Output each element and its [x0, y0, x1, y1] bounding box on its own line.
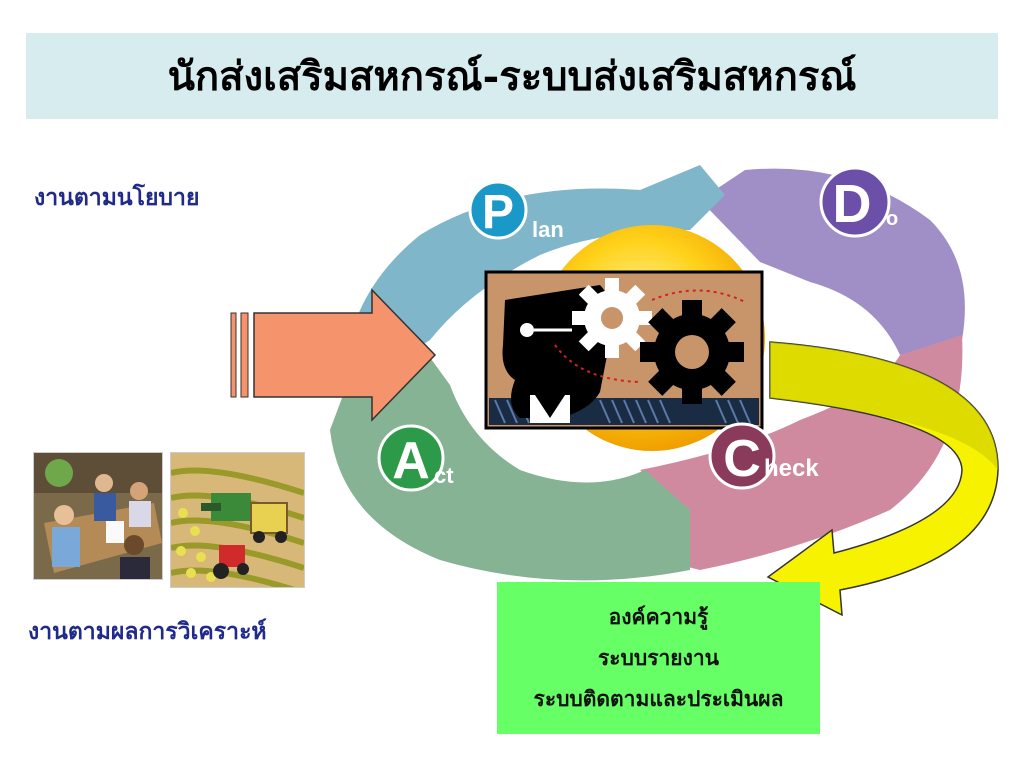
plan-suffix: lan: [532, 217, 564, 242]
check-suffix: heck: [764, 455, 819, 482]
farm-harvest-clipart: [170, 452, 305, 588]
act-suffix: ct: [434, 463, 454, 488]
plan-letter: P: [482, 186, 514, 239]
plan-segment: [344, 165, 725, 395]
do-segment: [700, 168, 965, 355]
plan-badge: P lan: [468, 180, 564, 242]
check-letter: C: [723, 430, 761, 488]
do-suffix: o: [886, 208, 898, 230]
title-bar: นักส่งเสริมสหกรณ์-ระบบส่งเสริมสหกรณ์: [26, 33, 998, 119]
input-arrow: [230, 288, 437, 422]
check-badge: C heck: [708, 422, 819, 490]
reporting-system-line: ระบบรายงาน: [598, 644, 719, 670]
knowledge-line: องค์ความรู้: [608, 603, 709, 629]
do-badge: D o: [819, 166, 898, 238]
act-segment: [330, 330, 690, 581]
page-title: นักส่งเสริมสหกรณ์-ระบบส่งเสริมสหกรณ์: [167, 53, 857, 100]
meeting-clipart: [33, 452, 163, 580]
monitoring-evaluation-line: ระบบติดตามและประเมินผล: [533, 685, 784, 711]
analysis-work-label: งานตามผลการวิเคราะห์: [28, 618, 267, 645]
act-badge: A ct: [377, 424, 454, 492]
feedback-arrow: [766, 341, 999, 617]
policy-work-label: งานตามนโยบาย: [34, 184, 200, 211]
act-letter: A: [392, 432, 430, 490]
gears-head-illustration: [484, 270, 764, 430]
do-letter: D: [833, 174, 872, 234]
knowledge-systems-box: องค์ความรู้ ระบบรายงาน ระบบติดตามและประเ…: [497, 582, 820, 734]
